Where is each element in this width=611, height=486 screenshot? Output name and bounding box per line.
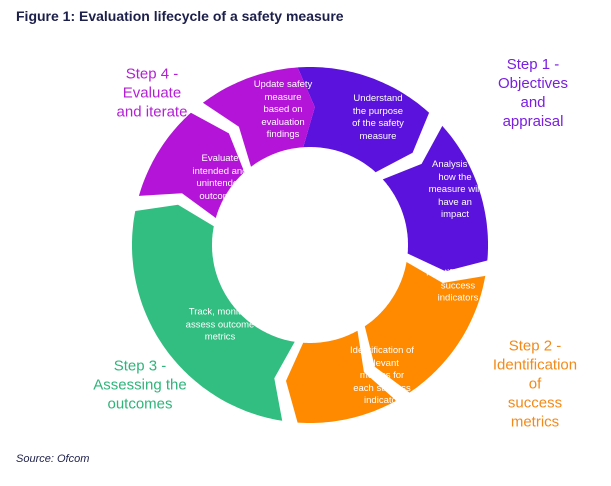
segment-text-analysis: Analysis of how the measure will have an… bbox=[428, 158, 482, 220]
segment-text-evaluate-outcomes: Evaluate intended and unintended outcome… bbox=[192, 153, 248, 202]
source-note: Source: Ofcom bbox=[16, 453, 90, 465]
segment-analysis bbox=[382, 125, 488, 272]
segment-evaluate-outcomes bbox=[138, 112, 245, 218]
step-2-label: Step 2 - Identification of success metri… bbox=[492, 337, 578, 431]
segment-text-track-monitor: Track, monitor, assess outcome metrics bbox=[185, 306, 255, 343]
step-4-label: Step 4 - Evaluate and iterate bbox=[116, 65, 188, 121]
segment-success-indicators bbox=[364, 262, 486, 393]
segment-text-understand: Understand the purpose of the safety mea… bbox=[352, 93, 404, 142]
step-1-label: Step 1 - Objectives and appraisal bbox=[497, 56, 569, 130]
segment-understand bbox=[297, 67, 430, 173]
segment-update-measure bbox=[202, 67, 315, 167]
segment-relevant-metrics bbox=[286, 330, 397, 423]
segment-text-update-measure: Update safety measure based on evaluatio… bbox=[253, 78, 313, 140]
step-3-label: Step 3 - Assessing the outcomes bbox=[93, 357, 187, 413]
segment-text-relevant-metrics: Identification of relevant metrics for e… bbox=[350, 344, 414, 406]
figure-title: Figure 1: Evaluation lifecycle of a safe… bbox=[16, 8, 344, 24]
segment-text-success-indicators: Identification of success indicators bbox=[426, 267, 490, 304]
segment-track-monitor bbox=[132, 204, 295, 421]
